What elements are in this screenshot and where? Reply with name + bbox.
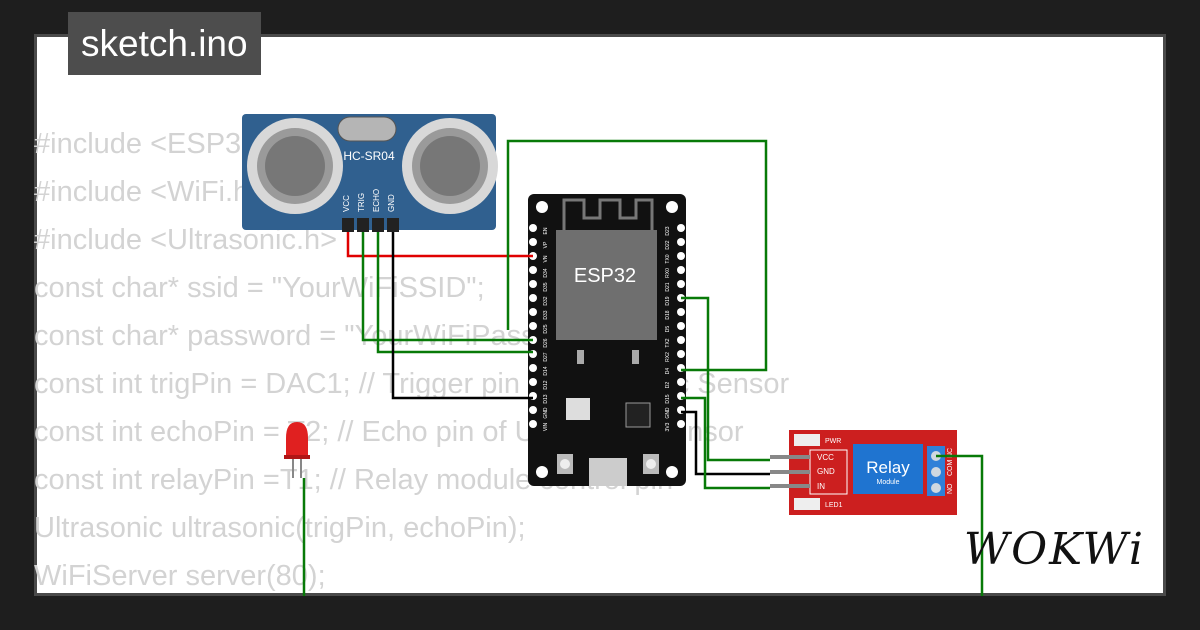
sensor-crystal (337, 116, 397, 142)
wire-relay-gnd[interactable] (681, 410, 770, 476)
esp32-left-pin-label: VP (543, 241, 549, 248)
led-body (286, 422, 308, 456)
esp32-left-pin-label: EN (543, 227, 549, 234)
esp32-left-pin-label: D35 (543, 282, 549, 291)
esp32-left-pin[interactable] (529, 224, 537, 232)
esp32-right-pin-label: TX0 (665, 254, 671, 263)
esp32-right-pin[interactable] (677, 420, 685, 428)
esp32-right-pin-label: RX2 (665, 352, 671, 362)
esp32-right-pin[interactable] (677, 322, 685, 330)
relay-coil (853, 444, 923, 494)
esp32-left-pin-label: D32 (543, 296, 549, 305)
sensor-pin-label: TRIG (357, 193, 366, 212)
antenna-trace (562, 198, 654, 230)
relay-pin-label: VCC (817, 453, 834, 462)
esp32-right-pin-label: D19 (665, 296, 671, 305)
wokwi-logo: WOKWi (963, 524, 1145, 575)
wires (302, 139, 984, 596)
wire-vcc[interactable] (346, 232, 533, 258)
sensor-name: HC-SR04 (343, 149, 395, 163)
esp32-left-pin[interactable] (529, 322, 537, 330)
esp32-right-pin[interactable] (677, 224, 685, 232)
esp32-right-pin-label: 3V3 (665, 422, 671, 431)
esp32-label: ESP32 (574, 265, 636, 287)
code-line: WiFiServer server(80); (34, 560, 326, 592)
esp32-left-pin[interactable] (529, 280, 537, 288)
relay-led-label: LED1 (825, 502, 843, 509)
esp32-left-pin-label: D14 (543, 366, 549, 375)
esp32-right-pin-label: D18 (665, 310, 671, 319)
esp32-left-pin[interactable] (529, 378, 537, 386)
red-led[interactable] (284, 422, 310, 478)
usb-chip (625, 402, 651, 428)
esp32-right-pin[interactable] (677, 350, 685, 358)
esp32-left-pin[interactable] (529, 238, 537, 246)
relay-module[interactable]: PWR LED1 VCC GND IN Relay Module NO COM … (770, 430, 957, 515)
relay-pin-label: GND (817, 467, 835, 476)
wire-relay-in[interactable] (681, 396, 770, 490)
file-name-tab[interactable]: sketch.ino (68, 12, 261, 75)
esp32-left-pin[interactable] (529, 406, 537, 414)
sensor-pin-label: GND (387, 194, 396, 212)
esp32-right-pin-label: D22 (665, 240, 671, 249)
esp32-left-pin-label: D33 (543, 310, 549, 319)
esp32-left-pin-label: D25 (543, 324, 549, 333)
sensor-pin-label: ECHO (372, 189, 381, 212)
esp32-left-pin-label: VN (543, 255, 549, 262)
wire-relay-nc[interactable] (936, 454, 984, 596)
esp32-left-pin-label: D27 (543, 352, 549, 361)
wire-relay-vcc[interactable] (681, 296, 770, 462)
esp32-left-pin-label: D13 (543, 394, 549, 403)
esp32-left-pin[interactable] (529, 266, 537, 274)
esp32-left-pin[interactable] (529, 420, 537, 428)
esp32-left-pin[interactable] (529, 294, 537, 302)
relay-title: Relay (866, 458, 910, 477)
wire-echo[interactable] (376, 232, 533, 354)
esp32-right-pin[interactable] (677, 252, 685, 260)
esp32-right-pin-label: D21 (665, 282, 671, 291)
esp32-right-pin[interactable] (677, 266, 685, 274)
esp32-left-pin-label: D12 (543, 380, 549, 389)
esp32-left-pin-label: GND (543, 407, 549, 419)
esp32-right-pin-label: GND (665, 407, 671, 419)
esp32-left-pin-label: D34 (543, 268, 549, 277)
esp32-right-pin-label: D15 (665, 394, 671, 403)
relay-terminal-label: NO (947, 483, 954, 494)
esp32-right-pin-label: D2 (665, 382, 671, 389)
sensor-pin-label: VCC (342, 195, 351, 212)
esp32-right-pin-label: RX0 (665, 268, 671, 278)
esp32-right-pin[interactable] (677, 378, 685, 386)
wire-gnd[interactable] (391, 232, 533, 400)
relay-pin-label: IN (817, 482, 825, 491)
code-line: Ultrasonic ultrasonic(trigPin, echoPin); (34, 512, 526, 544)
esp32-left-pin-label: D26 (543, 338, 549, 347)
esp32-left-pin-label: VIN (543, 422, 549, 431)
esp32-right-pin-label: D23 (665, 226, 671, 235)
esp32-module (556, 230, 657, 340)
esp32-left-pin[interactable] (529, 364, 537, 372)
esp32-board[interactable]: ESP32 ENVPVND34D35D32D33D25D26D27D14D12D… (528, 194, 686, 486)
esp32-right-pin[interactable] (677, 308, 685, 316)
esp32-right-pin[interactable] (677, 238, 685, 246)
esp32-right-pin[interactable] (677, 280, 685, 288)
esp32-right-pin-label: D4 (665, 368, 671, 375)
relay-terminal-label: COM (947, 460, 954, 477)
voltage-regulator (566, 398, 590, 420)
relay-pwr-label: PWR (825, 438, 841, 445)
ultrasonic-sensor[interactable]: HC-SR04 VCC TRIG ECHO GND (242, 114, 498, 232)
esp32-right-pin-label: D5 (665, 326, 671, 333)
esp32-left-pin[interactable] (529, 308, 537, 316)
wire-d4-loop[interactable] (506, 139, 768, 372)
relay-terminal-label: NC (947, 448, 954, 458)
wire-trig[interactable] (361, 232, 533, 342)
relay-subtitle: Module (877, 479, 900, 486)
esp32-right-pin-label: TX2 (665, 338, 671, 347)
usb-port (589, 458, 627, 486)
esp32-right-pin[interactable] (677, 336, 685, 344)
